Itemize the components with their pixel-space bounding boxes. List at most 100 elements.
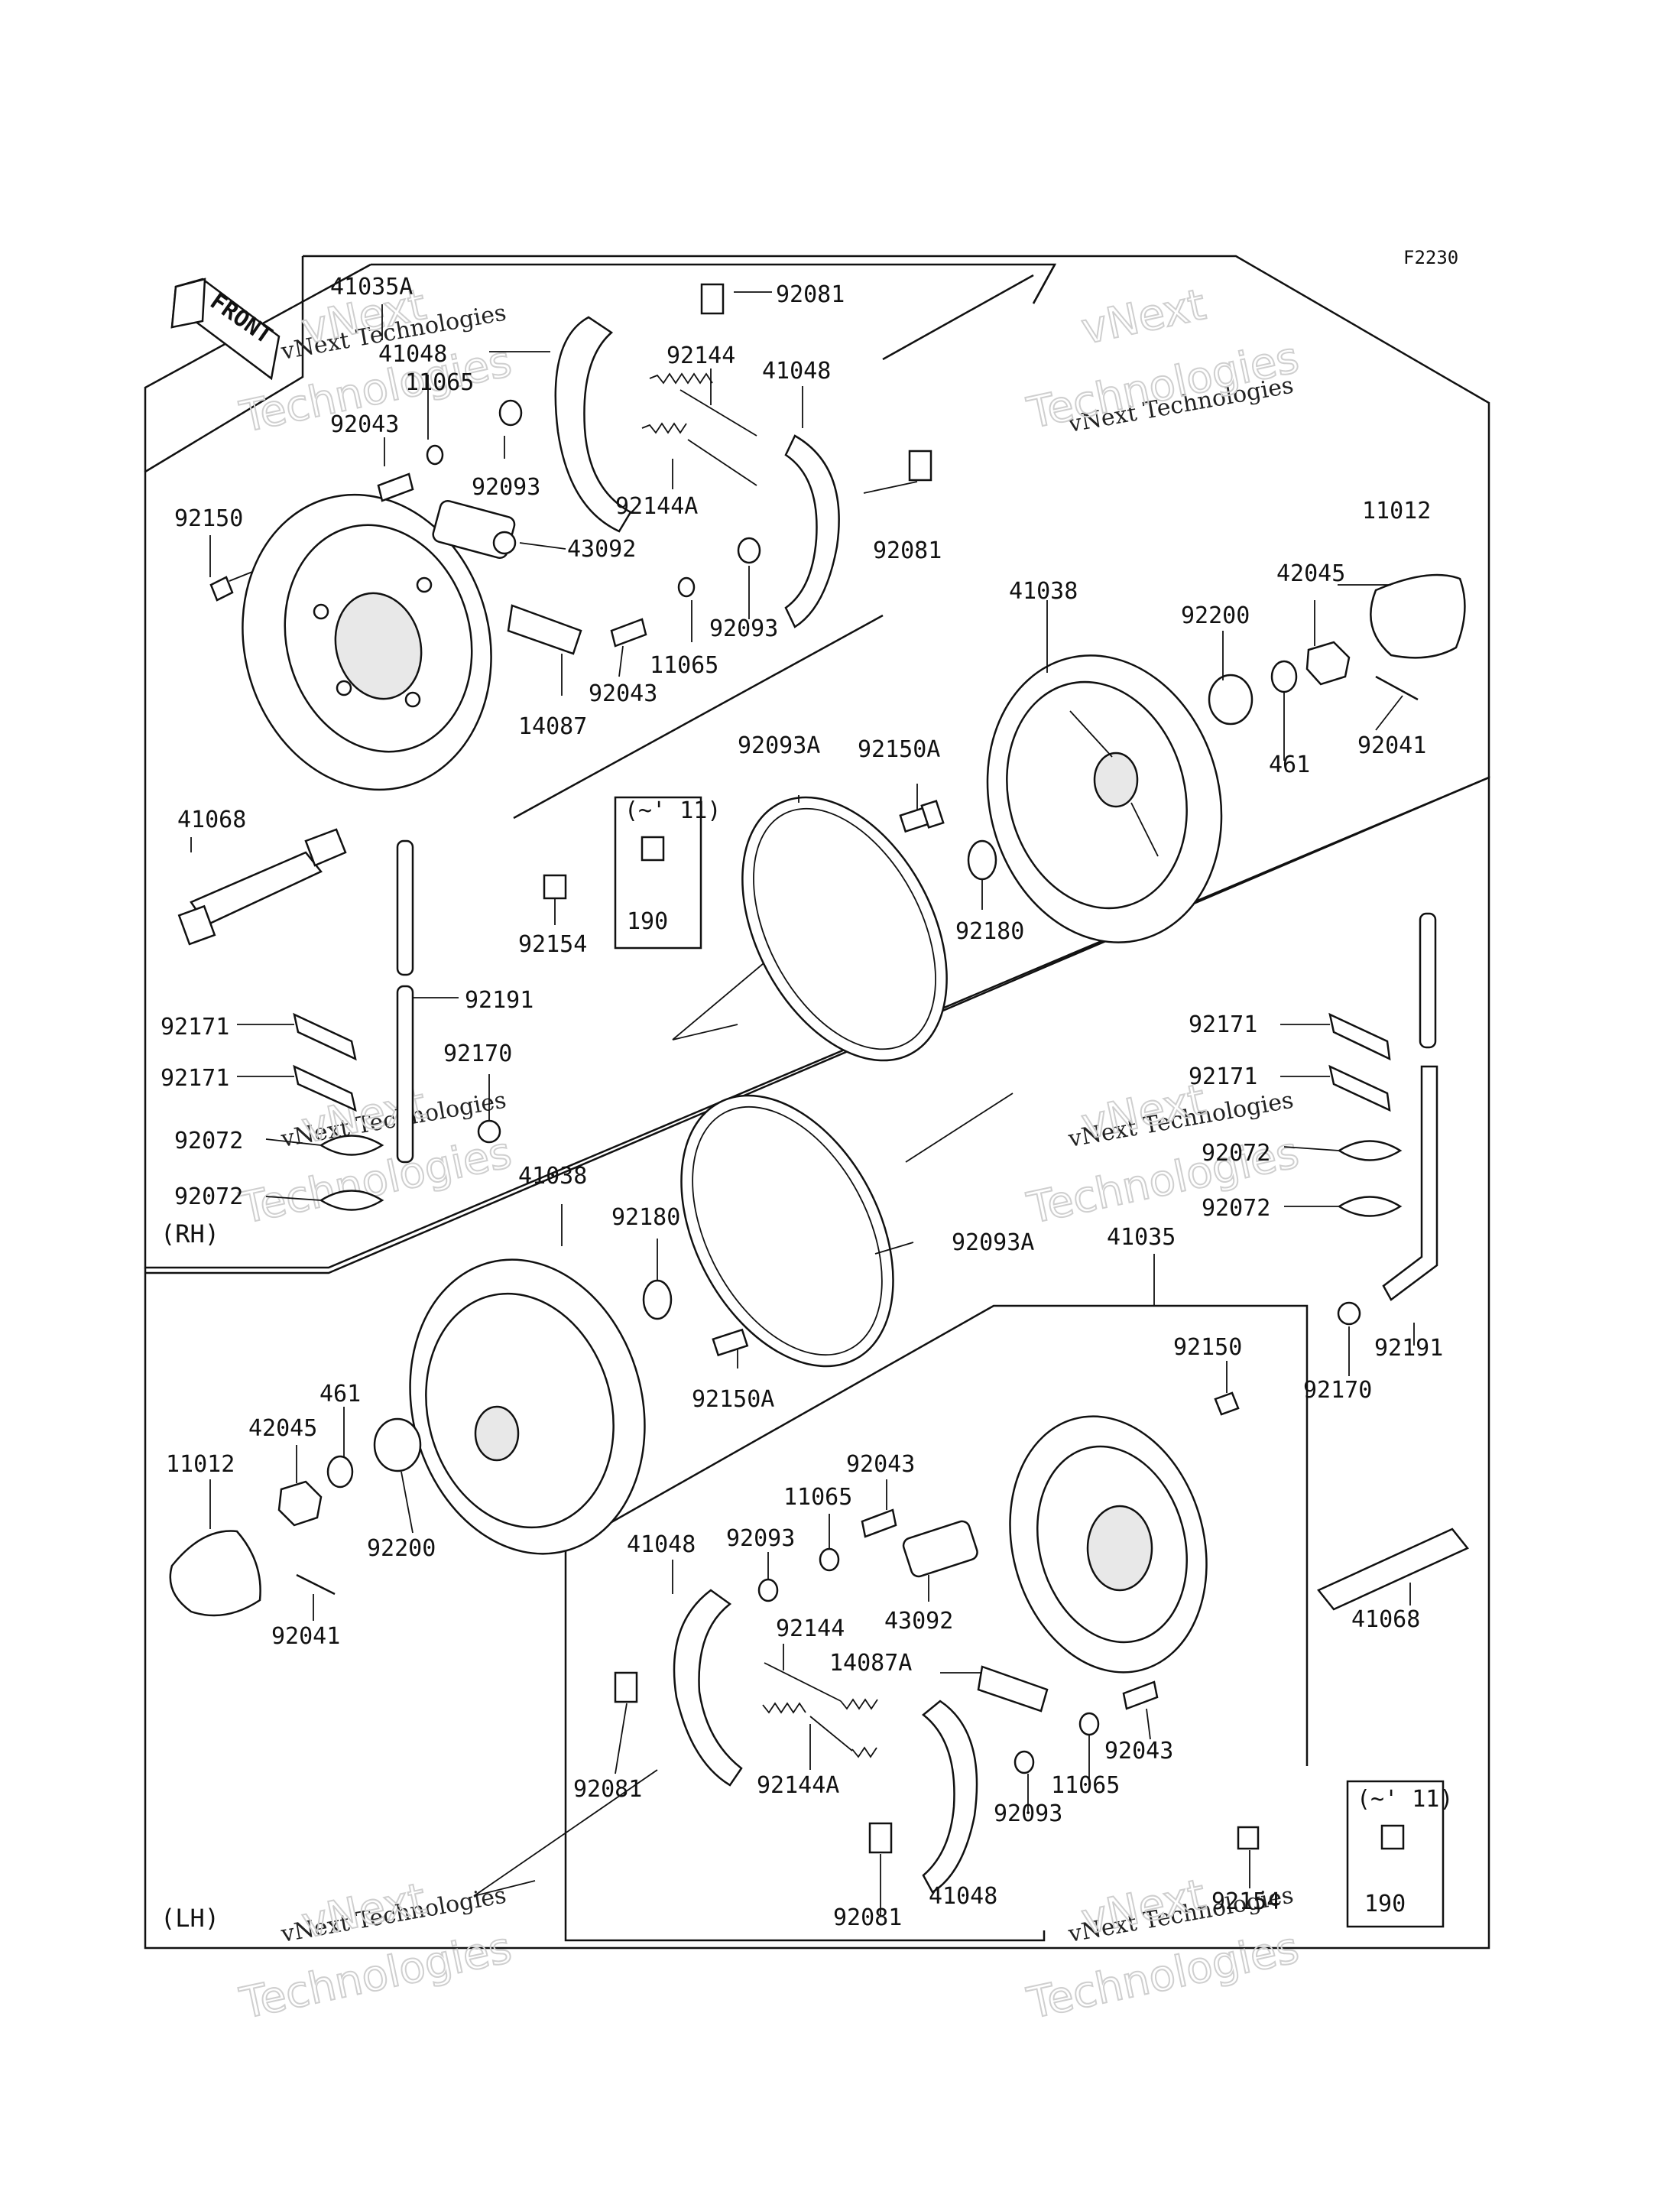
- o-ring-92180-rh-icon: [967, 839, 997, 881]
- clip-92072-rh-a-icon: [320, 1135, 384, 1156]
- label-92180: 92180: [955, 918, 1024, 945]
- clip-92081-rh-b-icon: [908, 450, 932, 482]
- label-92170: 92170: [443, 1041, 512, 1067]
- section-label-rh: (RH): [161, 1219, 219, 1248]
- label-43092: 43092: [567, 536, 636, 563]
- label-11065-a: 11065: [405, 369, 474, 396]
- label-lh-461: 461: [319, 1381, 361, 1407]
- nut-42045-lh-icon: [277, 1480, 323, 1527]
- washer-11065-lh-b-icon: [1078, 1712, 1100, 1736]
- section-label-lh: (LH): [161, 1904, 219, 1933]
- spring-92144-lh-icon: [840, 1698, 878, 1710]
- label-41068: 41068: [177, 807, 246, 833]
- label-92081-b: 92081: [873, 537, 942, 564]
- label-92150A: 92150A: [858, 736, 940, 763]
- label-92171-b: 92171: [161, 1065, 229, 1092]
- washer-92093-lh-a-icon: [757, 1578, 779, 1602]
- pin-92043-rh-a-icon: [377, 472, 414, 502]
- label-lh-92171-a: 92171: [1189, 1011, 1257, 1038]
- clamp-92171-lh-a-icon: [1328, 1012, 1391, 1061]
- bolt-190-lh-icon: [1380, 1824, 1405, 1850]
- label-lh-92081-b: 92081: [833, 1904, 902, 1931]
- washer-92093-rh-a-icon: [498, 399, 523, 427]
- pin-92043-lh-a-icon: [861, 1508, 897, 1538]
- label-lh-190: 190: [1364, 1891, 1406, 1917]
- plate-14087-rh-icon: [507, 604, 582, 655]
- label-lh-92072-a: 92072: [1202, 1140, 1270, 1167]
- brake-tube-lh-icon: [1419, 912, 1437, 1049]
- clip-92081-rh-a-icon: [700, 283, 725, 315]
- plate-14087A-lh-icon: [977, 1665, 1049, 1713]
- clip-92072-rh-b-icon: [320, 1190, 384, 1211]
- label-92072-a: 92072: [174, 1128, 243, 1154]
- washer-11065-lh-a-icon: [819, 1547, 840, 1572]
- label-lh-11065-b: 11065: [1051, 1772, 1120, 1799]
- spring-92144-rh-icon: [649, 372, 713, 385]
- label-lh-92150: 92150: [1173, 1334, 1242, 1361]
- pin-92043-rh-b-icon: [610, 618, 647, 648]
- bolt-92150A-rh-icon: [899, 800, 945, 833]
- brake-drum-41038-lh-icon: [409, 1258, 646, 1555]
- inset-box-rh: [614, 796, 702, 950]
- bolt-92150-rh-icon: [209, 571, 253, 602]
- label-461: 461: [1269, 752, 1310, 778]
- label-92093-a: 92093: [472, 474, 540, 501]
- lh-parts-drawings: [169, 912, 1469, 1928]
- label-92171-a: 92171: [161, 1014, 229, 1041]
- label-92043-a: 92043: [330, 411, 399, 438]
- svg-text:Technologies: Technologies: [1023, 1923, 1302, 2029]
- wheel-cylinder-43092-rh-icon: [432, 499, 517, 559]
- label-lh-92072-b: 92072: [1202, 1195, 1270, 1222]
- washer-92093-rh-b-icon: [737, 537, 761, 564]
- label-lh-41048-b: 41048: [929, 1883, 997, 1910]
- label-lh-92093-b: 92093: [994, 1800, 1062, 1827]
- fitting-92170-lh-icon: [1337, 1301, 1361, 1326]
- label-lh-92171-b: 92171: [1189, 1063, 1257, 1090]
- brake-panel-rh-icon: [242, 493, 492, 791]
- clamp-92171-rh-a-icon: [293, 1012, 357, 1061]
- washer-11065-rh-a-icon: [426, 444, 444, 466]
- bolt-92150A-lh-icon: [712, 1328, 749, 1357]
- label-lh-41068: 41068: [1351, 1606, 1420, 1633]
- label-lh-11065-a: 11065: [783, 1484, 852, 1511]
- label-lh-92043-a: 92043: [846, 1451, 915, 1478]
- label-lh-92081-a: 92081: [573, 1776, 642, 1803]
- lh-labels: 92171 92171 92072 92072 41038 92180 9209…: [161, 1011, 1453, 1933]
- label-lh-92150A: 92150A: [692, 1386, 774, 1413]
- brake-shoe-41048-rh-a-icon: [554, 316, 632, 533]
- label-92200: 92200: [1181, 602, 1250, 629]
- seal-92093A-rh-icon: [741, 796, 948, 1062]
- washer-11065-rh-b-icon: [677, 576, 696, 598]
- clamp-92171-lh-b-icon: [1328, 1064, 1391, 1112]
- svg-text:vNext: vNext: [297, 1874, 430, 1949]
- label-lh-92093-a: 92093: [726, 1525, 795, 1552]
- brake-shoe-41048-lh-a-icon: [673, 1589, 743, 1787]
- bolt-92150-lh-icon: [1214, 1391, 1240, 1416]
- label-lh-41048-a: 41048: [627, 1531, 696, 1558]
- figure-code: F2230: [1403, 247, 1458, 268]
- label-lh-92144A: 92144A: [757, 1772, 839, 1799]
- washer-92200-lh-icon: [373, 1417, 422, 1472]
- clip-92081-lh-a-icon: [614, 1671, 638, 1703]
- label-lh-14087A: 14087A: [829, 1650, 912, 1677]
- label-190-rh: 190: [627, 908, 668, 935]
- washer-461-lh-icon: [326, 1455, 354, 1489]
- cotter-pin-92041-rh-icon: [1375, 675, 1419, 701]
- brake-panel-lh-icon: [1009, 1415, 1208, 1674]
- label-11065-b: 11065: [650, 652, 718, 679]
- label-lh-92041: 92041: [271, 1623, 340, 1650]
- brake-shoe-41048-rh-b-icon: [784, 434, 840, 628]
- spring-92144A-lh-icon: [762, 1702, 806, 1714]
- clip-92081-lh-b-icon: [868, 1822, 893, 1854]
- label-92150: 92150: [174, 505, 243, 532]
- clip-92072-lh-b-icon: [1338, 1196, 1403, 1217]
- label-lh-92154: 92154: [1211, 1888, 1280, 1915]
- axle-41068-rh-icon: [177, 828, 347, 946]
- leader-lines: [190, 291, 1415, 1915]
- clamp-92171-rh-b-icon: [293, 1064, 357, 1112]
- svg-text:vNext: vNext: [1077, 280, 1210, 355]
- label-lh-42045: 42045: [248, 1415, 317, 1442]
- frames: [144, 255, 1490, 1950]
- wheel-cylinder-43092-lh-icon: [902, 1520, 978, 1578]
- label-41038: 41038: [1009, 578, 1078, 605]
